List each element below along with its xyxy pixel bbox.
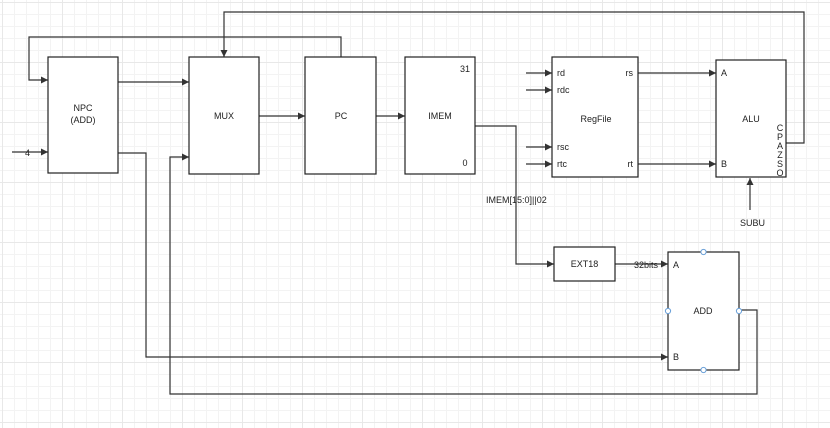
wire-alu-to-mux (220, 11, 805, 144)
regfile-label: RegFile (580, 114, 611, 124)
add-port-b: B (673, 352, 679, 362)
alu-label: ALU (742, 114, 760, 124)
wire-imem-to-ext18 (475, 125, 554, 268)
regfile-port-rt: rt (628, 159, 634, 169)
regfile-block: RegFile rd rdc rsc rtc rs rt (551, 56, 639, 178)
mux-label: MUX (214, 111, 234, 121)
alu-flag-3: Z (777, 150, 783, 160)
signal-32bits: 32bits (634, 260, 659, 270)
imem-bottom-bit: 0 (462, 158, 467, 168)
add-handle-left[interactable] (664, 307, 672, 315)
regfile-port-rs: rs (626, 68, 634, 78)
add-port-a: A (673, 260, 679, 270)
add-handle-bottom[interactable] (700, 366, 707, 374)
pc-label: PC (335, 111, 348, 121)
alu-flag-0: C (777, 123, 784, 133)
regfile-port-rd: rd (557, 68, 565, 78)
alu-flag-1: P (777, 132, 783, 142)
npc-sublabel: (ADD) (71, 115, 96, 125)
wires (12, 11, 805, 395)
pc-block: PC (304, 56, 377, 175)
imem-top-bit: 31 (460, 64, 470, 74)
imem-label: IMEM (428, 111, 452, 121)
wire-npc-to-add-b (118, 152, 668, 361)
add-label: ADD (693, 306, 713, 316)
alu-port-b: B (721, 159, 727, 169)
signal-four: 4 (25, 148, 30, 158)
regfile-port-rdc: rdc (557, 85, 570, 95)
wire-add-to-mux (169, 153, 758, 395)
npc-block: NPC (ADD) (47, 56, 119, 174)
mux-block: MUX (188, 56, 260, 175)
ext18-block: EXT18 (553, 246, 616, 282)
wire-pc-to-npc (28, 36, 342, 84)
alu-flag-4: S (777, 159, 783, 169)
alu-flag-2: A (777, 141, 783, 151)
npc-label: NPC (73, 103, 93, 113)
alu-port-a: A (721, 68, 727, 78)
signal-subu: SUBU (740, 218, 765, 228)
alu-flag-5: O (776, 168, 783, 178)
imem-block: IMEM 31 0 (404, 56, 476, 175)
ext18-label: EXT18 (571, 259, 599, 269)
add-handle-right[interactable] (735, 307, 743, 315)
regfile-port-rsc: rsc (557, 142, 569, 152)
regfile-port-rtc: rtc (557, 159, 567, 169)
signal-imem-field: IMEM[15:0]||02 (486, 195, 547, 205)
add-block: ADD A B (664, 248, 743, 374)
add-handle-top[interactable] (700, 248, 707, 256)
